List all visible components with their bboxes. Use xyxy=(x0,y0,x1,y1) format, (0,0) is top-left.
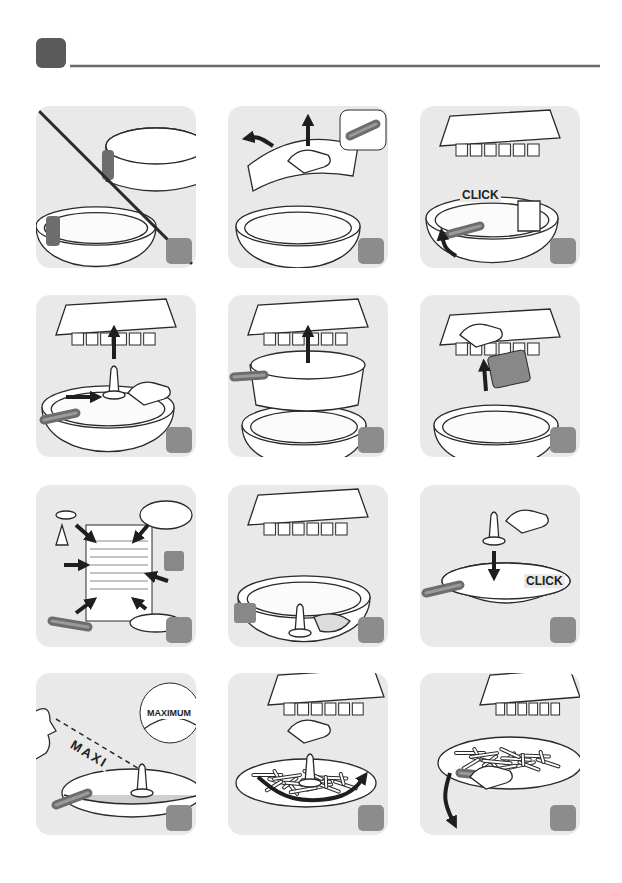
step-badge xyxy=(166,238,192,264)
step-panel xyxy=(36,485,196,647)
header-rule xyxy=(70,65,600,68)
step-badge xyxy=(358,617,384,643)
step-badge xyxy=(550,427,576,453)
step-badge xyxy=(166,805,192,831)
section-marker xyxy=(36,38,66,68)
step-panel xyxy=(36,673,202,835)
step-badge xyxy=(550,617,576,643)
step-panel xyxy=(36,295,196,457)
step-badge xyxy=(358,238,384,264)
step-badge xyxy=(358,805,384,831)
level-marking: MAXIMUM xyxy=(145,708,193,719)
step-panel xyxy=(228,106,388,268)
step-badge xyxy=(358,427,384,453)
step-panel xyxy=(228,669,388,835)
step-panel xyxy=(420,669,582,835)
step-panel xyxy=(228,295,388,467)
step-panel xyxy=(228,485,388,647)
step-badge xyxy=(550,805,576,831)
click-label: CLICK xyxy=(524,574,565,588)
step-panel xyxy=(420,295,580,467)
step-badge xyxy=(550,238,576,264)
click-label: CLICK xyxy=(460,188,501,202)
step-badge xyxy=(166,427,192,453)
step-badge xyxy=(166,617,192,643)
step-panel xyxy=(420,485,580,647)
step-panel xyxy=(420,106,580,268)
step-panel xyxy=(36,106,206,268)
